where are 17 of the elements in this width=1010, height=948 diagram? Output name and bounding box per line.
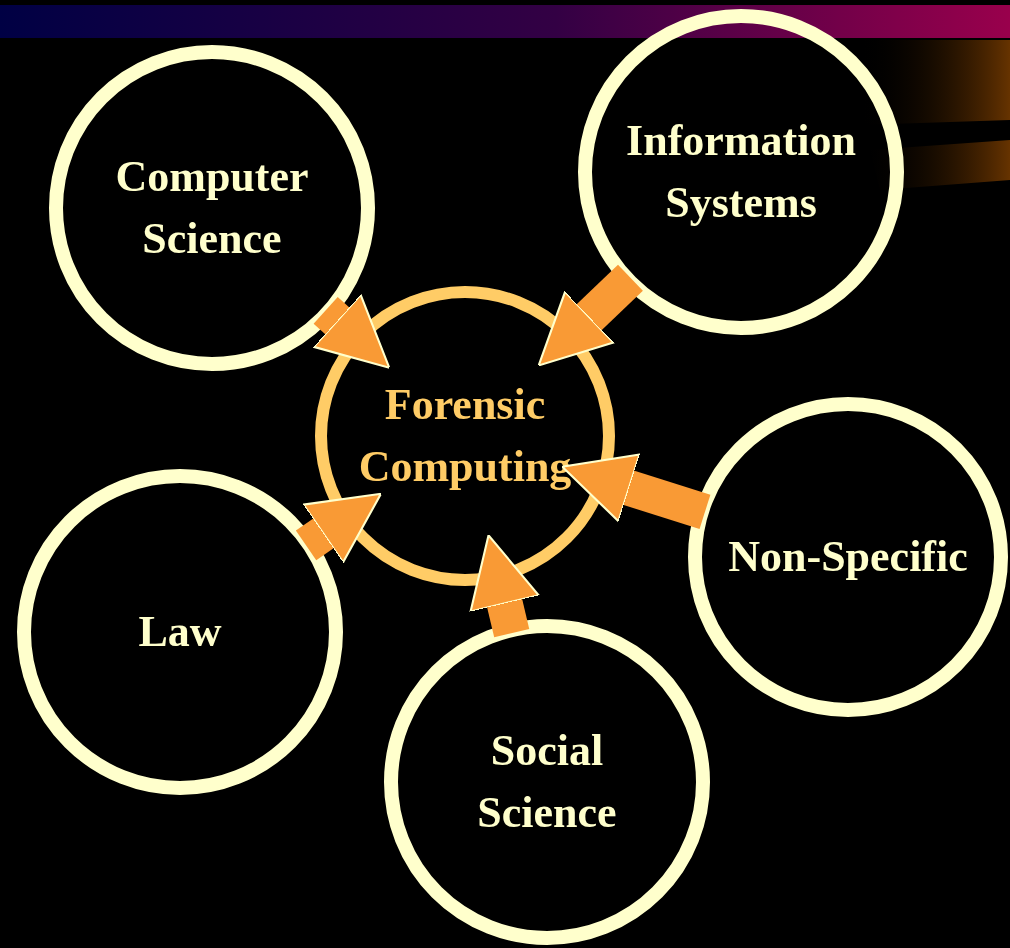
circle-node xyxy=(315,286,615,586)
node-label: Computer Science xyxy=(114,151,310,265)
node-label: Social Science xyxy=(476,725,618,839)
block-arrow xyxy=(295,492,382,564)
circle-node xyxy=(578,9,904,335)
node-label: Forensic Computing xyxy=(357,379,573,493)
circle-node xyxy=(17,469,343,795)
node-label: Law xyxy=(138,606,222,659)
block-arrow xyxy=(561,453,711,529)
circle-node xyxy=(49,45,375,371)
circle-node xyxy=(384,619,710,945)
node-label: Non-Specific xyxy=(728,531,968,584)
circle-node xyxy=(688,397,1008,717)
block-arrow xyxy=(469,534,540,638)
node-label: Information Systems xyxy=(625,115,857,229)
block-arrow xyxy=(312,293,391,369)
block-arrow xyxy=(537,264,643,367)
